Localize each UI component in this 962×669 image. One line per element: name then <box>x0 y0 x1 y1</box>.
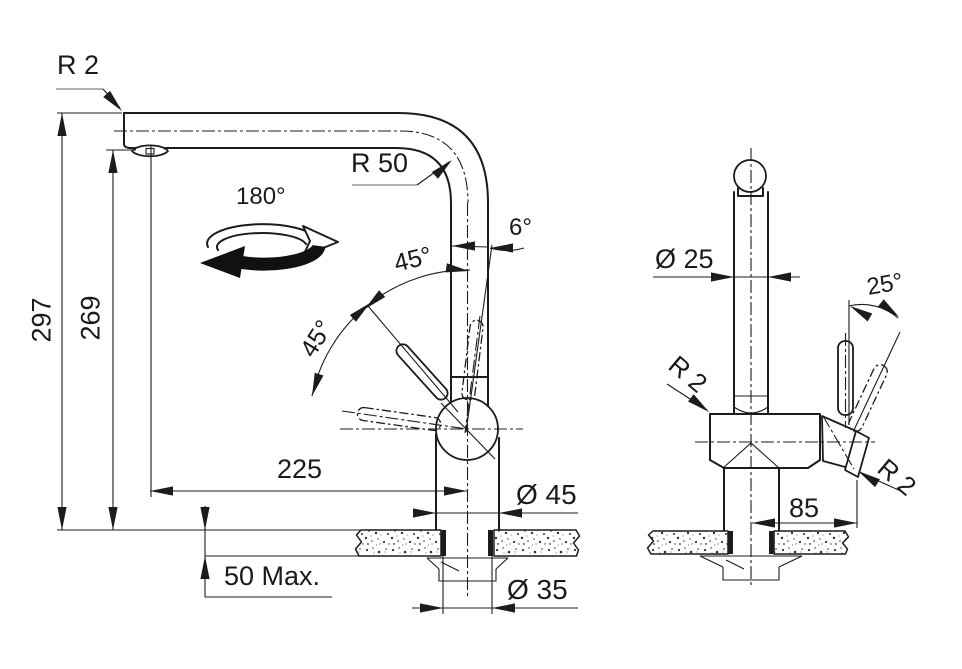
counter-right-slab <box>493 529 581 557</box>
rotation-band <box>228 244 326 271</box>
hole-edge-front-right <box>769 531 774 554</box>
counter-front-right <box>773 530 850 555</box>
rotation-label: 180° <box>236 183 286 210</box>
front-view <box>646 148 904 585</box>
lever-angle-arc <box>848 303 899 319</box>
bend-centerline <box>399 130 469 204</box>
lever-angle-label: 25° <box>864 268 906 301</box>
hole-edge-front-left <box>728 531 733 554</box>
aerator-slot <box>145 147 155 155</box>
hole-edge-right <box>488 530 493 556</box>
spout-end-cap <box>123 112 132 149</box>
lever-offset-label: 85 <box>789 493 820 523</box>
thread-tick <box>440 561 460 572</box>
mounting-nut-front <box>722 567 780 581</box>
lever-25deg-ref <box>853 331 901 431</box>
flange-front-slant-left <box>699 555 724 568</box>
lever-vertical-phantom <box>461 319 484 401</box>
hole-edge-left <box>441 530 446 556</box>
radius-spout-label: R 2 <box>57 50 100 80</box>
spout-outer-edge <box>123 112 489 407</box>
lever-45-axis <box>367 305 459 413</box>
counter-thickness-label: 50 Max. <box>224 561 321 591</box>
body-outline <box>709 413 821 469</box>
tilt-label: 6° <box>509 214 532 241</box>
radius-bend-label: R 50 <box>351 148 409 178</box>
thread-tick-front <box>725 559 745 570</box>
spout-height-label: 269 <box>75 295 106 341</box>
spout-inner-edge <box>130 147 452 403</box>
reach-label: 225 <box>277 454 323 484</box>
flange-front-slant-right <box>778 555 803 568</box>
lever-horizontal-axis <box>341 410 468 430</box>
lever-base <box>844 430 870 478</box>
hole-diameter-label: Ø 35 <box>507 574 568 605</box>
spout-end-circle <box>733 159 767 193</box>
counter-front-left <box>646 530 729 555</box>
flange-slant-right <box>495 557 509 570</box>
flange-slant-left <box>426 557 440 570</box>
counter-left-slab <box>354 529 442 557</box>
pipe-diameter-label: Ø 25 <box>655 244 714 274</box>
lever-horizontal-phantom <box>356 406 442 432</box>
rotation-symbol <box>200 223 339 278</box>
rotation-arrow-solid <box>200 246 245 278</box>
total-height-label: 297 <box>26 297 57 343</box>
lever-tilted-phantom <box>848 364 888 432</box>
aerator <box>131 144 169 158</box>
ball-diagonal-axis <box>440 402 496 460</box>
mounting-nut <box>438 569 497 582</box>
tilt-6deg-line <box>465 244 493 433</box>
base-diameter-label: Ø 45 <box>516 479 577 510</box>
side-view <box>56 88 581 614</box>
